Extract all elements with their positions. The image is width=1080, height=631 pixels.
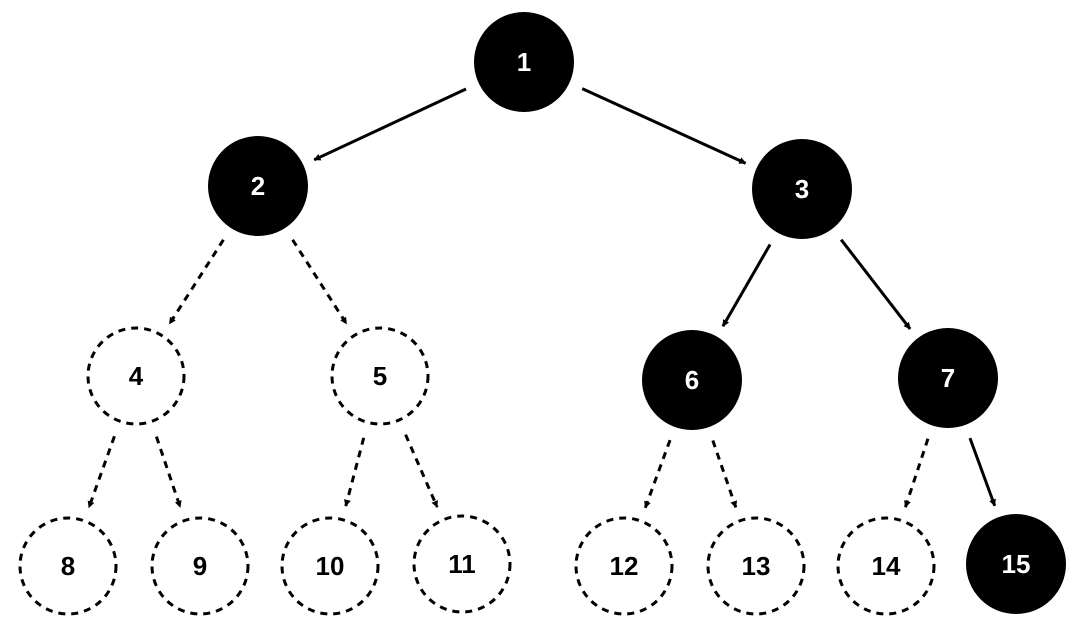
node-circle: [280, 516, 380, 616]
node-circle: [966, 514, 1066, 614]
node-label: 6: [685, 365, 699, 395]
node-label: 15: [1002, 549, 1031, 579]
tree-node-14: 14: [836, 516, 936, 616]
edges-layer: [87, 87, 997, 509]
edge-4-to-9: [155, 436, 182, 508]
node-label: 14: [872, 551, 901, 581]
node-circle: [18, 516, 118, 616]
edge-1-to-3: [581, 87, 747, 165]
node-circle: [706, 516, 806, 616]
node-circle: [642, 330, 742, 430]
edge-2-to-5: [291, 239, 348, 325]
node-circle: [574, 516, 674, 616]
edge-5-to-11: [404, 434, 439, 508]
tree-node-1: 1: [474, 12, 574, 112]
node-label: 11: [448, 549, 476, 579]
node-circle: [752, 139, 852, 239]
node-label: 4: [129, 361, 144, 391]
tree-node-3: 3: [752, 139, 852, 239]
tree-node-10: 10: [280, 516, 380, 616]
node-circle: [330, 326, 430, 426]
node-circle: [898, 328, 998, 428]
edge-6-to-12: [643, 439, 672, 509]
node-label: 10: [316, 551, 345, 581]
tree-node-8: 8: [18, 516, 118, 616]
node-circle: [150, 516, 250, 616]
edge-4-to-8: [87, 435, 116, 509]
tree-node-12: 12: [574, 516, 674, 616]
tree-node-2: 2: [208, 136, 308, 236]
edge-7-to-15: [968, 437, 997, 507]
edge-7-to-14: [903, 438, 930, 508]
node-label: 2: [251, 171, 265, 201]
node-label: 9: [193, 551, 207, 581]
node-circle: [86, 326, 186, 426]
node-label: 1: [517, 47, 531, 77]
node-label: 13: [742, 551, 771, 581]
node-label: 5: [373, 361, 387, 391]
tree-node-11: 11: [412, 514, 512, 614]
node-circle: [474, 12, 574, 112]
node-circle: [836, 516, 936, 616]
node-label: 7: [941, 363, 955, 393]
edge-5-to-10: [343, 437, 366, 507]
tree-node-7: 7: [898, 328, 998, 428]
tree-node-15: 15: [966, 514, 1066, 614]
tree-node-13: 13: [706, 516, 806, 616]
edge-6-to-13: [711, 440, 738, 509]
tree-node-4: 4: [86, 326, 186, 426]
node-label: 8: [61, 551, 75, 581]
node-label: 12: [610, 551, 639, 581]
edge-1-to-2: [313, 87, 467, 162]
tree-node-6: 6: [642, 330, 742, 430]
edge-2-to-4: [168, 239, 225, 325]
node-label: 3: [795, 174, 809, 204]
tree-node-5: 5: [330, 326, 430, 426]
edge-3-to-7: [839, 238, 912, 330]
node-circle: [412, 514, 512, 614]
node-circle: [208, 136, 308, 236]
tree-node-9: 9: [150, 516, 250, 616]
edge-3-to-6: [721, 243, 772, 328]
